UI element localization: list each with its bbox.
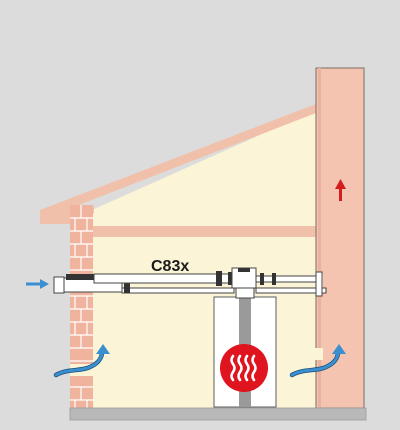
chimney-lower-opening bbox=[315, 348, 323, 360]
ceiling-beam bbox=[92, 226, 316, 237]
exhaust-up-arrow-icon bbox=[335, 179, 346, 201]
chimney-shaft bbox=[315, 67, 365, 409]
updraft-arrowhead-right bbox=[332, 344, 346, 354]
tee-fitting bbox=[231, 267, 257, 289]
heating-symbol-icon bbox=[220, 344, 268, 392]
roof-rafter bbox=[40, 104, 316, 220]
updraft-arrow-icon-right-fill bbox=[290, 350, 340, 377]
boiler bbox=[213, 296, 277, 408]
air-inlet-pipe bbox=[53, 274, 327, 294]
updraft-arrowhead bbox=[96, 344, 110, 354]
shaft-connection bbox=[315, 271, 323, 297]
updraft-arrow-icon-fill bbox=[54, 350, 104, 377]
chimney-inner-wall bbox=[318, 68, 321, 408]
brick-wall bbox=[70, 205, 93, 410]
configuration-label: C83x bbox=[151, 258, 189, 275]
floor-slab bbox=[69, 407, 367, 421]
inlet-arrow-icon bbox=[26, 279, 49, 289]
